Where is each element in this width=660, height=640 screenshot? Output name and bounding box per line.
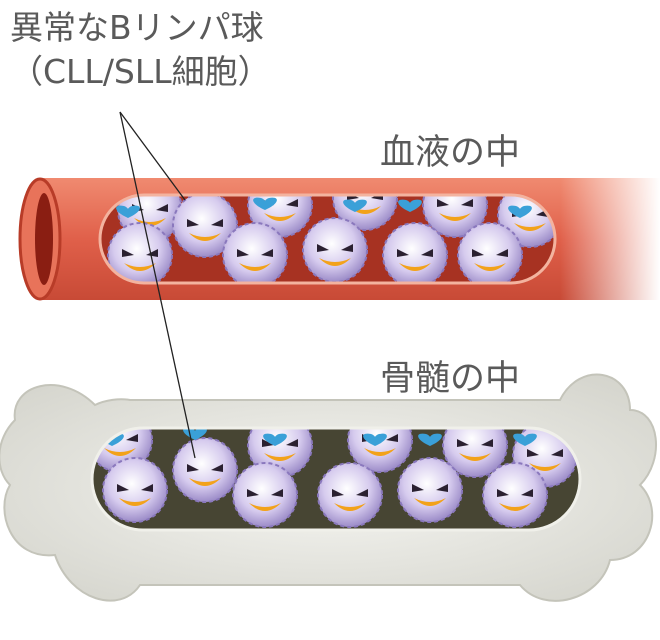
blood-vessel: [18, 177, 660, 301]
cell-label-line1: 異常なBリンパ球: [10, 8, 264, 47]
bone: [0, 373, 657, 602]
leader-lines: [119, 111, 196, 459]
marrow-label: 骨髄の中: [380, 359, 521, 399]
cell-label: 異常なBリンパ球 （CLL/SLL細胞）: [10, 6, 271, 94]
blood-label: 血液の中: [380, 133, 521, 173]
cell-label-line2: （CLL/SLL細胞）: [10, 52, 271, 91]
